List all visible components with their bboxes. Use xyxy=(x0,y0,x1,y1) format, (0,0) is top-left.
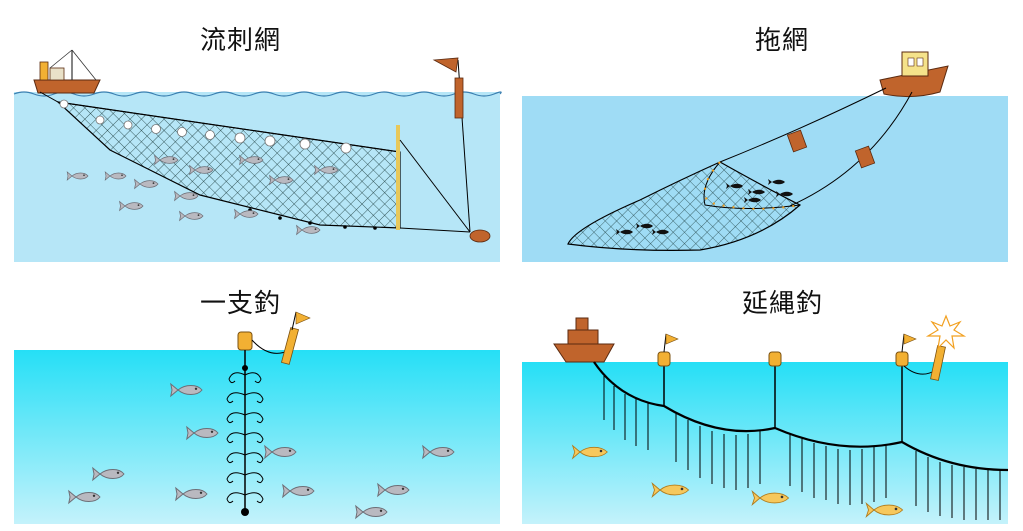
trawl-net xyxy=(567,161,802,251)
panel-trawl xyxy=(522,51,1008,262)
pole-branch-hooks xyxy=(226,372,264,504)
longline-buoys xyxy=(657,351,909,367)
title-trawl: 拖網 xyxy=(755,26,810,56)
panel-gillnet xyxy=(13,49,502,262)
title-pole-and-line: 一支釣 xyxy=(200,289,282,319)
trawl-boat xyxy=(879,51,949,98)
panel-pole-and-line xyxy=(14,311,500,524)
trawl-otter-board-2 xyxy=(854,145,876,169)
panel-longline xyxy=(522,314,1009,524)
gillnet-floats xyxy=(59,99,352,154)
title-longline: 延縄釣 xyxy=(742,289,824,319)
longline-branch-lines xyxy=(603,376,1001,520)
trawl-otter-board-1 xyxy=(786,129,808,153)
gillnet-boat xyxy=(33,49,101,94)
longline-light-flash-icon xyxy=(925,314,967,350)
longline-mainline xyxy=(593,361,1009,472)
gillnet-waves xyxy=(13,91,502,97)
longline-boat xyxy=(553,317,615,363)
gillnet-anchor-buoy xyxy=(469,229,491,243)
title-gillnet: 流刺網 xyxy=(200,26,282,56)
